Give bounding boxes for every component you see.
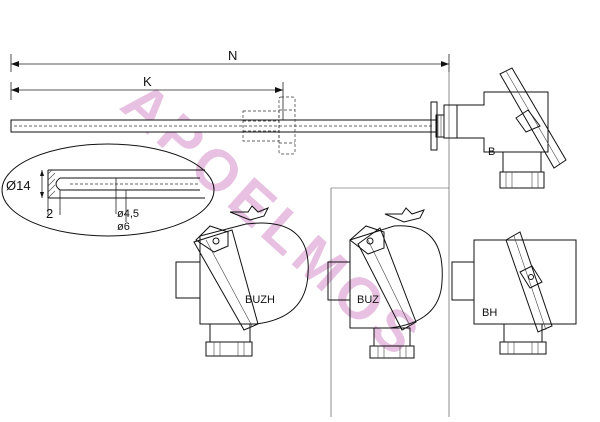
outer-diameter-label: Ø14: [6, 178, 31, 193]
tube-nipple: [430, 101, 445, 151]
dimension-k: K: [10, 74, 284, 125]
dimension-n: N: [10, 48, 450, 72]
head-b: B: [443, 67, 567, 189]
head-buz-label: BUZ: [357, 294, 379, 306]
watermark-text: APOELMOS: [109, 69, 435, 372]
protection-tube: [10, 119, 437, 133]
inner-diameter-label: ø6: [117, 221, 130, 233]
head-buzh-label: BUZH: [245, 294, 275, 306]
tip-detail: Ø14 2 ø4,5 ø6: [1, 143, 215, 237]
head-bh: BH: [451, 231, 577, 355]
compression-fitting: [242, 96, 296, 155]
tip-thickness-label: 2: [46, 206, 53, 221]
head-b-label: B: [488, 146, 495, 158]
watermark: APOELMOS: [109, 69, 435, 372]
head-buz: BUZ: [327, 207, 443, 359]
dimension-k-label: K: [143, 74, 152, 89]
bore-diameter-label: ø4,5: [117, 208, 139, 220]
head-buzh: BUZH: [175, 205, 309, 357]
head-bh-label: BH: [482, 307, 497, 319]
dimension-n-label: N: [228, 48, 237, 63]
